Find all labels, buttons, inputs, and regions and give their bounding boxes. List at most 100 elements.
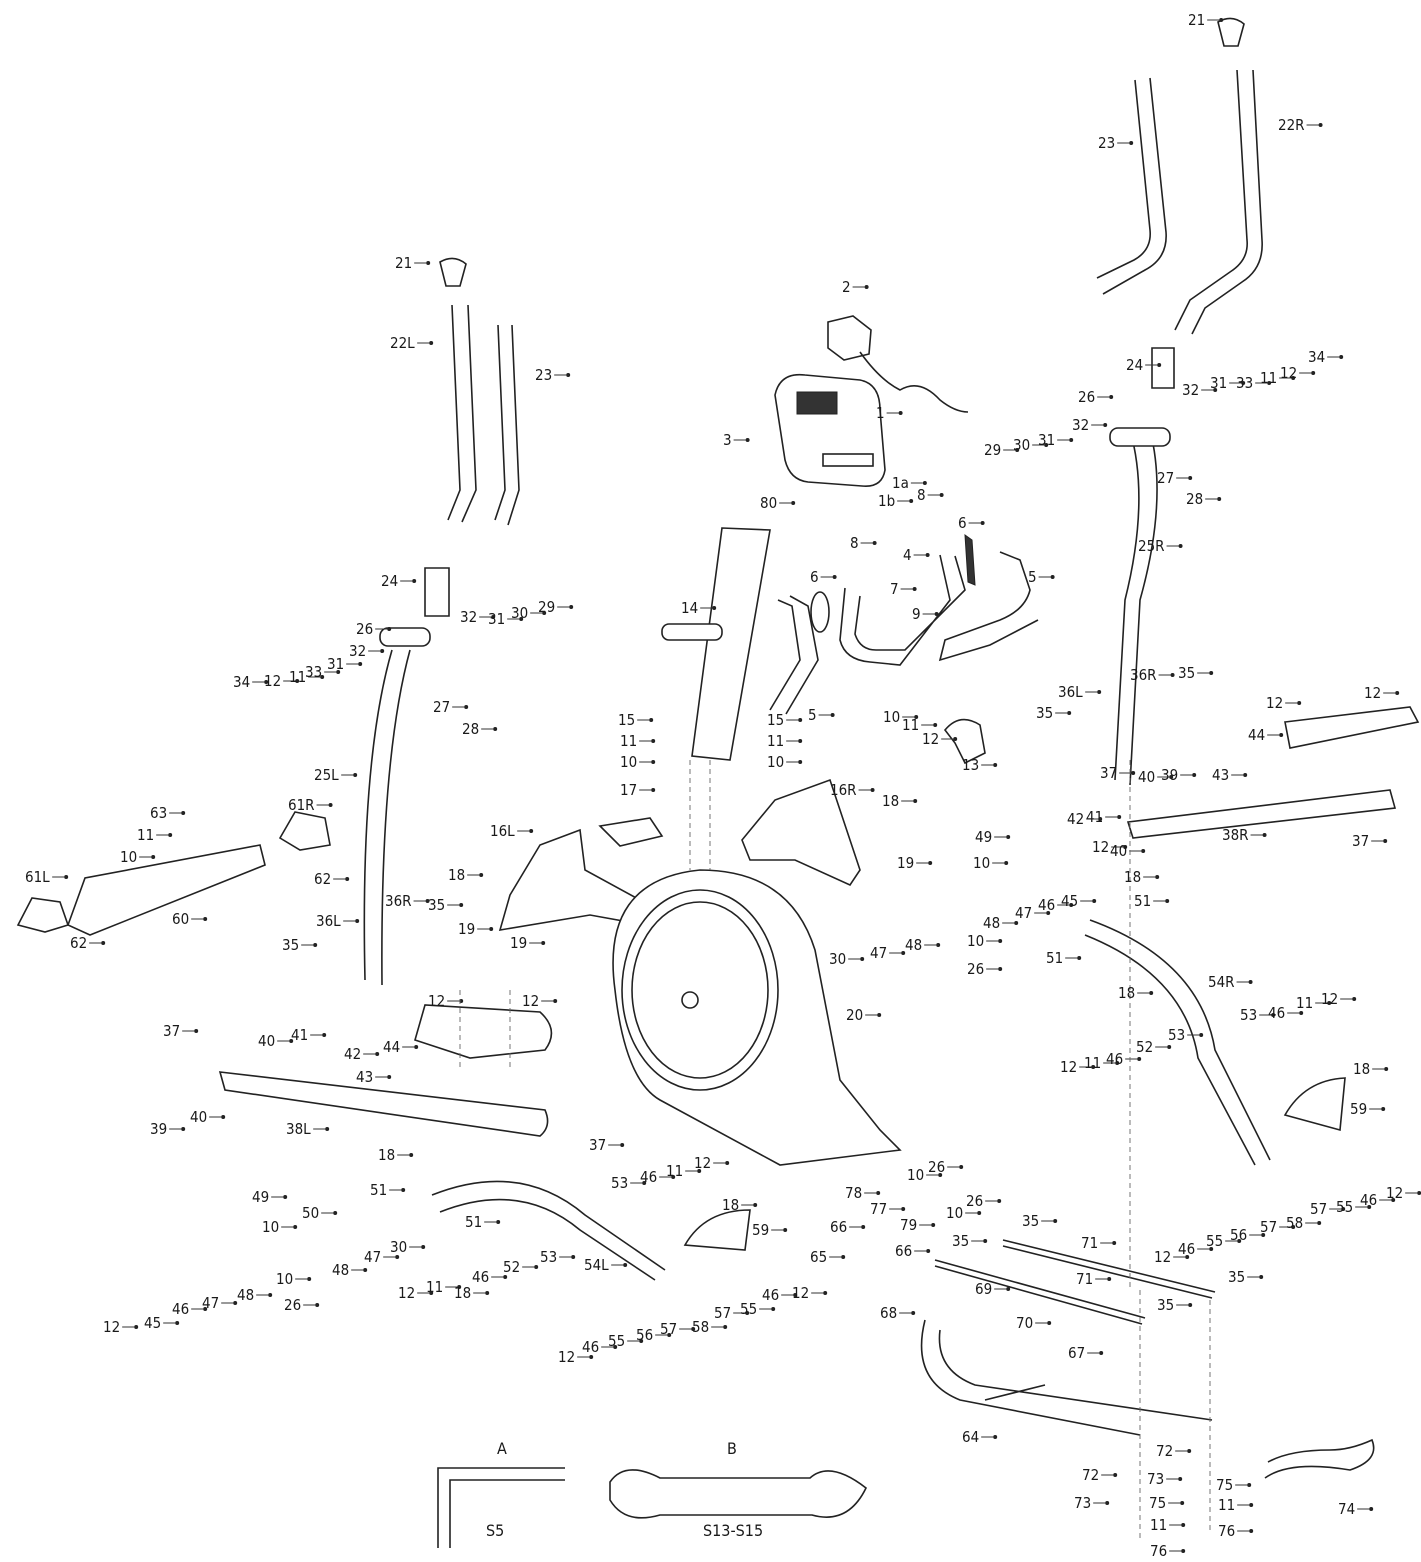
label-41-left: 41: [291, 1026, 308, 1044]
leader-dot: [998, 939, 1003, 943]
leader-dot: [745, 438, 750, 442]
label-46-left-d: 46: [172, 1300, 189, 1318]
leader-dot: [909, 499, 914, 503]
label-26-left-b: 26: [284, 1296, 301, 1314]
leader-dot: [1131, 771, 1136, 775]
label-39-right: 39: [1161, 766, 1178, 784]
label-2: 2: [842, 278, 851, 296]
leader-dot: [898, 411, 903, 415]
leader-dot: [931, 1223, 936, 1227]
label-26-right: 26: [1078, 388, 1095, 406]
label-36L-right: 36L: [1058, 683, 1083, 701]
cap-21-left: [439, 257, 467, 287]
leader-dot: [295, 679, 300, 683]
leader-dot: [1092, 899, 1097, 903]
label-21-right: 21: [1188, 11, 1205, 29]
leader-dot: [1297, 701, 1302, 705]
leader-dot: [333, 1211, 338, 1215]
flywheel-hub: [681, 991, 699, 1009]
leader-dot: [832, 575, 837, 579]
label-50: 50: [302, 1204, 319, 1222]
label-35-rail-a: 35: [1022, 1212, 1039, 1230]
leader-dot: [553, 999, 558, 1003]
label-11-mast-right: 11: [767, 732, 784, 750]
leader-dot: [993, 763, 998, 767]
leader-dot: [1109, 395, 1114, 399]
leader-dot: [1261, 1233, 1266, 1237]
leader-dot: [1279, 733, 1284, 737]
leader-dot: [1046, 911, 1051, 915]
leader-dot: [414, 1045, 419, 1049]
label-75-a: 75: [1149, 1494, 1166, 1512]
label-12-left-top: 12: [264, 672, 281, 690]
label-19-16R: 19: [897, 854, 914, 872]
label-47-left-a: 47: [364, 1248, 381, 1266]
leader-dot: [1367, 1205, 1372, 1209]
label-70: 70: [1016, 1314, 1033, 1332]
leader-dot: [64, 875, 69, 879]
leader-dot: [1181, 1523, 1186, 1527]
label-33-left: 33: [305, 663, 322, 681]
label-18-16R: 18: [882, 792, 899, 810]
leader-dot: [1178, 544, 1183, 548]
leader-dot: [745, 1311, 750, 1315]
label-64: 64: [962, 1428, 979, 1446]
label-17: 17: [620, 781, 637, 799]
leader-dot: [649, 718, 654, 722]
label-73-a: 73: [1074, 1494, 1091, 1512]
leader-dot: [380, 649, 385, 653]
sensor-plate-6: [964, 533, 976, 586]
label-46-right: 46: [1038, 896, 1055, 914]
label-62-left: 62: [70, 934, 87, 952]
leader-dot: [912, 587, 917, 591]
label-59-right: 59: [1350, 1100, 1367, 1118]
label-41-right: 41: [1086, 808, 1103, 826]
label-11-base-a: 11: [1150, 1516, 1167, 1534]
label-5-right: 5: [1028, 568, 1037, 586]
leader-dot: [771, 1307, 776, 1311]
tool-a-size: S5: [486, 1521, 504, 1540]
label-38L: 38L: [286, 1120, 311, 1138]
leader-dot: [1129, 141, 1134, 145]
leader-dot: [642, 1181, 647, 1185]
leader-dot: [823, 1291, 828, 1295]
leader-dot: [307, 1277, 312, 1281]
leader-dot: [134, 1325, 139, 1329]
cover-59-left: [683, 1209, 751, 1251]
leader-dot: [496, 1220, 501, 1224]
label-11-handle: 11: [902, 716, 919, 734]
arm-25R-pivot: [1109, 427, 1171, 447]
label-35-rail-d: 35: [1157, 1296, 1174, 1314]
leader-dot: [479, 873, 484, 877]
label-46-right-c: 46: [1360, 1191, 1377, 1209]
label-10-crank-b: 10: [946, 1204, 963, 1222]
label-79: 79: [900, 1216, 917, 1234]
label-18-59-right: 18: [1353, 1060, 1370, 1078]
leader-dot: [566, 373, 571, 377]
label-47-left-b: 47: [202, 1294, 219, 1312]
stabilizer-60: [66, 844, 266, 936]
label-47-right-a: 47: [1015, 904, 1032, 922]
leader-dot: [264, 680, 269, 684]
cover-59-right: [1283, 1077, 1346, 1132]
mast-axle: [661, 623, 723, 641]
label-9: 9: [912, 605, 921, 623]
label-51-left-a: 51: [370, 1181, 387, 1199]
label-36R-left: 36R: [385, 892, 412, 910]
label-54R: 54R: [1208, 973, 1235, 991]
leader-dot: [798, 760, 803, 764]
label-10-mast-left: 10: [620, 753, 637, 771]
flywheel-disc: [621, 889, 779, 1091]
leader-dot: [753, 1203, 758, 1207]
label-11-left-top: 11: [289, 668, 306, 686]
label-14: 14: [681, 599, 698, 617]
tool-b-letter: B: [727, 1439, 737, 1458]
label-1a: 1a: [892, 474, 909, 492]
leader-dot: [639, 1339, 644, 1343]
arm-25R: [1114, 429, 1158, 786]
leader-dot: [953, 737, 958, 741]
label-30-left: 30: [511, 604, 528, 622]
leader-dot: [485, 1291, 490, 1295]
leader-dot: [181, 1127, 186, 1131]
